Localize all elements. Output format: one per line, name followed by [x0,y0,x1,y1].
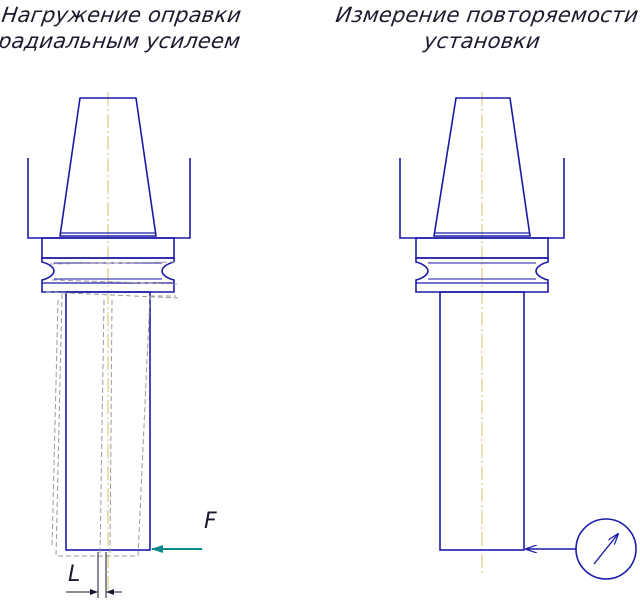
right-arbor-body [439,291,525,551]
left-v-groove [41,257,175,293]
right-v-groove [415,257,549,293]
left-spindle-outline [27,158,191,239]
force-label: F [204,509,217,534]
right-assembly [399,92,637,580]
left-assembly [27,92,202,598]
left-arbor-body [65,291,151,551]
left-taper-shank [59,97,157,237]
left-deflected-outline [45,261,179,557]
dial-gauge-icon [575,518,637,580]
length-label: L [68,562,81,587]
right-taper-shank [433,97,531,237]
dimension-l [66,552,122,598]
